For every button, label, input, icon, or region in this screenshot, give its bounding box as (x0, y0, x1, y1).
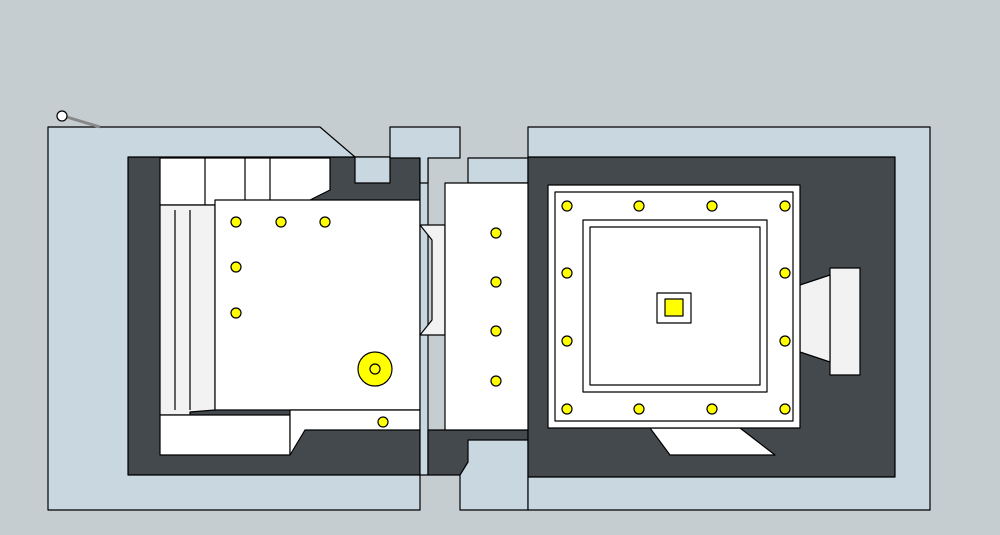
pipe-end (56, 110, 68, 122)
right-lights (561, 200, 791, 415)
left-side-bench (159, 204, 216, 416)
left-bottom-bench (159, 414, 291, 456)
connector-lights (490, 227, 502, 387)
center-light (664, 298, 684, 317)
left-lights (230, 216, 393, 428)
right-building (527, 126, 931, 511)
left-outer-walls (47, 126, 421, 511)
left-building (47, 110, 421, 511)
